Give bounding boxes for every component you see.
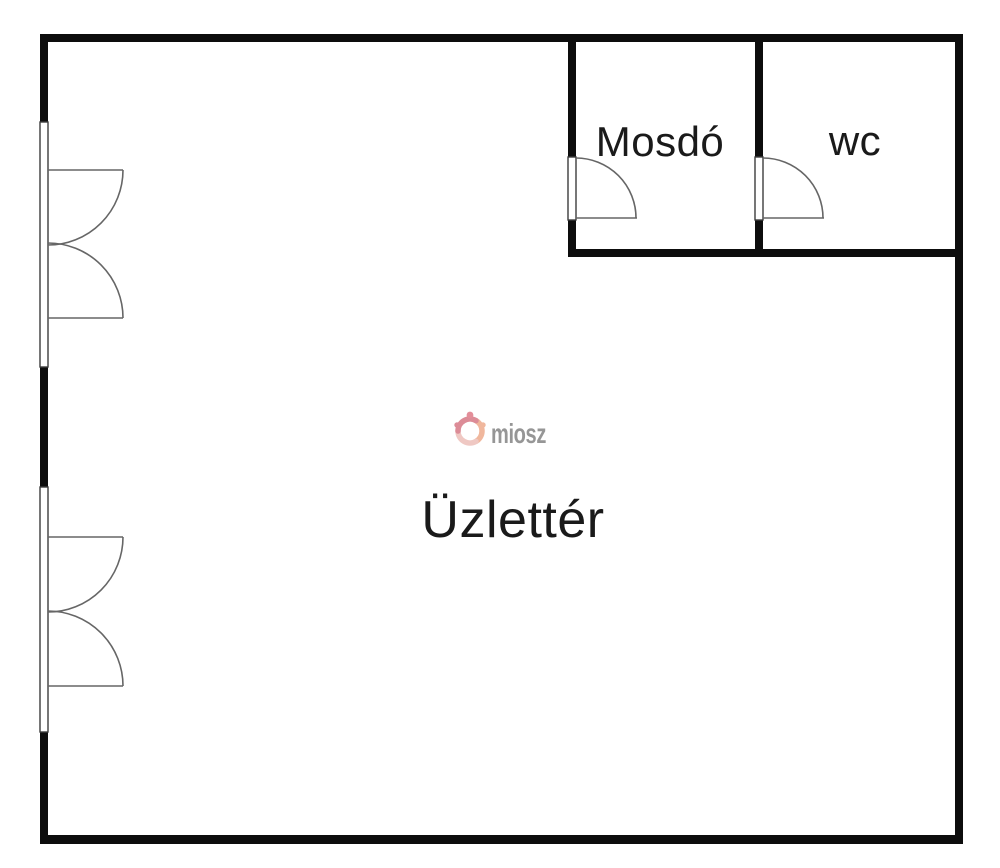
- room-label-wc: wc: [828, 117, 881, 164]
- wall-left-upper: [40, 34, 48, 122]
- entrance2-lower-arc: [47, 610, 124, 687]
- wc-door-opening: [754, 156, 764, 221]
- storefront-opening-lower: [39, 486, 49, 733]
- walls: [40, 34, 963, 844]
- watermark-text: miosz: [491, 418, 546, 449]
- logo-center-dot: [464, 425, 476, 437]
- wc-door-arc: [762, 157, 824, 219]
- logo-arc-left: [455, 416, 479, 434]
- entrance2-upper-arc: [47, 536, 124, 613]
- room-label-mosdo: Mosdó: [596, 118, 725, 165]
- wall-mosdo-left-lower: [568, 220, 576, 257]
- wall-bottom: [40, 835, 963, 844]
- room-label-uzletter: Üzlettér: [421, 491, 604, 549]
- watermark-logo-icon: [454, 411, 486, 446]
- logo-head-left: [454, 422, 460, 428]
- wall-divider-upper: [755, 42, 763, 157]
- wall-rooms-bottom: [568, 249, 963, 257]
- watermark: miosz: [454, 411, 547, 449]
- wall-top: [40, 34, 963, 42]
- entrance1-upper-arc: [47, 169, 124, 246]
- wall-left-middle: [40, 367, 48, 487]
- wall-divider-lower: [755, 220, 763, 257]
- wall-right: [955, 34, 963, 844]
- door-swings: [47, 157, 824, 687]
- room-labels: Üzlettér Mosdó wc: [421, 117, 881, 549]
- wall-mosdo-left-upper: [568, 42, 576, 157]
- wall-left-lower: [40, 732, 48, 844]
- wall-openings: [39, 121, 764, 733]
- logo-head-right: [480, 422, 486, 428]
- storefront-opening-upper: [39, 121, 49, 368]
- entrance1-lower-arc: [47, 242, 124, 319]
- logo-head-top: [466, 411, 474, 419]
- mosdo-door-arc: [575, 157, 637, 219]
- mosdo-door-opening: [567, 156, 577, 221]
